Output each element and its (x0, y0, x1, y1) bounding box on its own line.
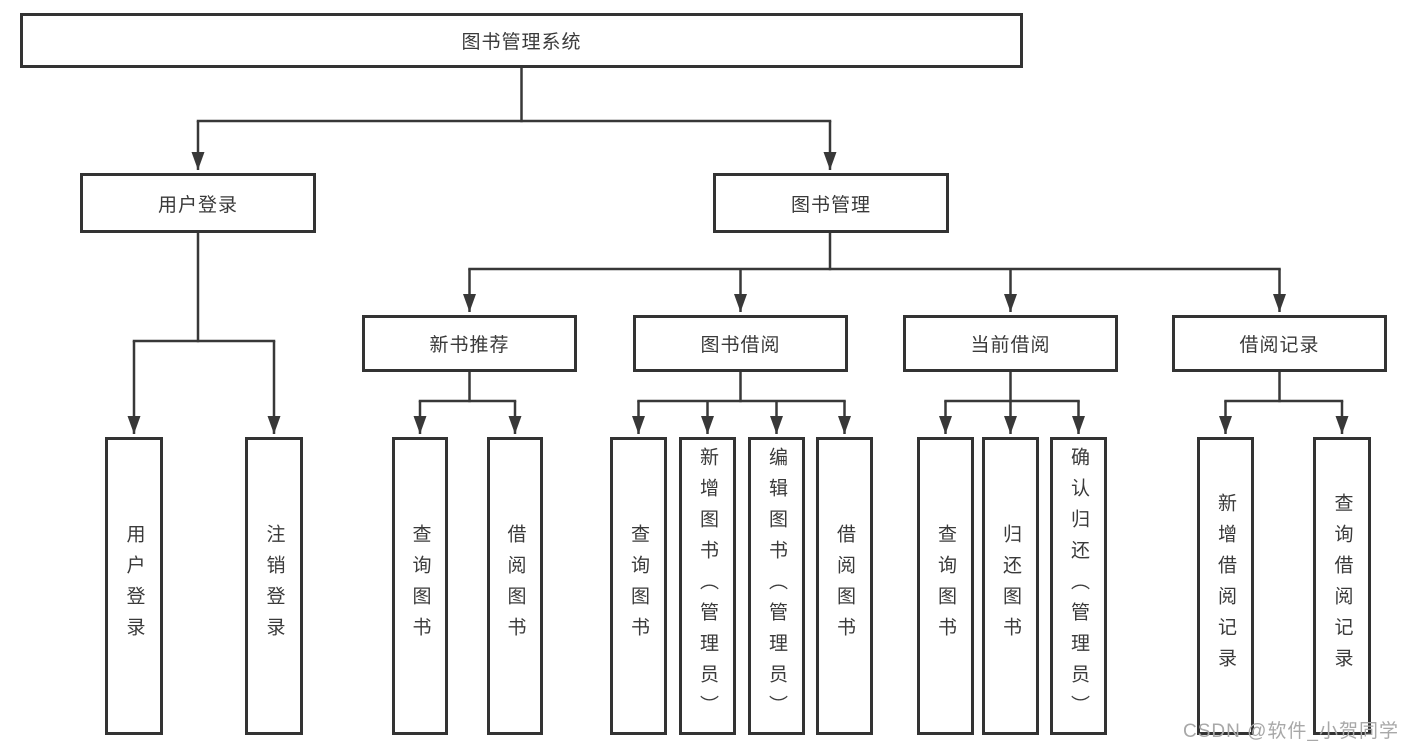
leaf-label: 借阅图书 (504, 524, 526, 648)
leaf-borrow-books-newbooks: 借阅图书 (487, 437, 543, 735)
node-user-login: 用户登录 (80, 173, 316, 233)
node-borrowing-records: 借阅记录 (1172, 315, 1387, 372)
leaf-label: 确认归还（管理员） (1068, 446, 1089, 726)
leaf-query-books-borrowing: 查询图书 (610, 437, 667, 735)
node-current-borrowing: 当前借阅 (903, 315, 1118, 372)
leaf-label: 编辑图书（管理员） (766, 446, 787, 726)
leaf-user-login: 用户登录 (105, 437, 163, 735)
leaf-borrow-books-borrowing: 借阅图书 (816, 437, 873, 735)
leaf-label: 借阅图书 (834, 524, 855, 648)
leaf-confirm-return-admin: 确认归还（管理员） (1050, 437, 1107, 735)
leaf-logout: 注销登录 (245, 437, 303, 735)
leaf-query-books-newbooks: 查询图书 (392, 437, 448, 735)
leaf-label: 用户登录 (123, 524, 145, 648)
leaf-label: 新增借阅记录 (1215, 493, 1236, 679)
node-book-management: 图书管理 (713, 173, 949, 233)
watermark: CSDN @软件_小贺同学 (1183, 721, 1399, 742)
leaf-label: 新增图书（管理员） (697, 446, 718, 726)
leaf-label: 查询图书 (628, 524, 649, 648)
leaf-query-borrow-record: 查询借阅记录 (1313, 437, 1371, 735)
node-book-borrowing: 图书借阅 (633, 315, 848, 372)
leaf-return-books: 归还图书 (982, 437, 1039, 735)
leaf-add-borrow-record: 新增借阅记录 (1197, 437, 1254, 735)
leaf-label: 查询借阅记录 (1331, 493, 1353, 679)
leaf-label: 注销登录 (263, 524, 285, 648)
node-new-book-recommendation: 新书推荐 (362, 315, 577, 372)
leaf-add-books-admin: 新增图书（管理员） (679, 437, 736, 735)
node-library-management-system: 图书管理系统 (20, 13, 1023, 68)
leaf-edit-books-admin: 编辑图书（管理员） (748, 437, 805, 735)
leaf-label: 归还图书 (1000, 524, 1021, 648)
leaf-label: 查询图书 (935, 524, 956, 648)
leaf-label: 查询图书 (409, 524, 431, 648)
leaf-query-books-current: 查询图书 (917, 437, 974, 735)
